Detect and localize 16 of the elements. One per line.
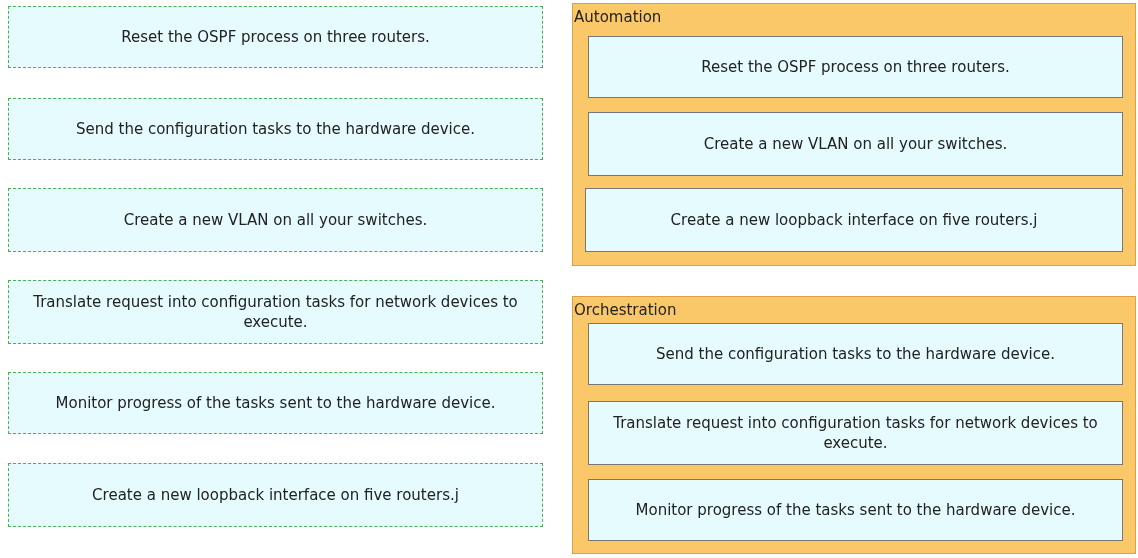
- answer-option: Create a new VLAN on all your switches.: [8, 188, 543, 252]
- placed-answer: Send the configuration tasks to the hardware device.: [588, 323, 1123, 385]
- answer-option: Create a new loopback interface on five routers.j: [8, 463, 543, 527]
- placed-answer: Reset the OSPF process on three routers.: [588, 36, 1123, 98]
- answer-option: Reset the OSPF process on three routers.: [8, 6, 543, 68]
- placed-answer: Create a new VLAN on all your switches.: [588, 112, 1123, 176]
- category-panel: [572, 3, 1136, 266]
- placed-answer: Monitor progress of the tasks sent to the hardware device.: [588, 479, 1123, 541]
- panel-heading: Orchestration: [574, 300, 677, 321]
- answer-option: Send the configuration tasks to the hardware device.: [8, 98, 543, 160]
- answer-option: Translate request into configuration tasks for network devices to execute.: [8, 280, 543, 344]
- placed-answer: Create a new loopback interface on five routers.j: [585, 188, 1123, 252]
- placed-answer: Translate request into configuration tasks for network devices to execute.: [588, 401, 1123, 465]
- answer-option: Monitor progress of the tasks sent to the hardware device.: [8, 372, 543, 434]
- category-panel: [572, 296, 1136, 554]
- panel-heading: Automation: [574, 7, 662, 28]
